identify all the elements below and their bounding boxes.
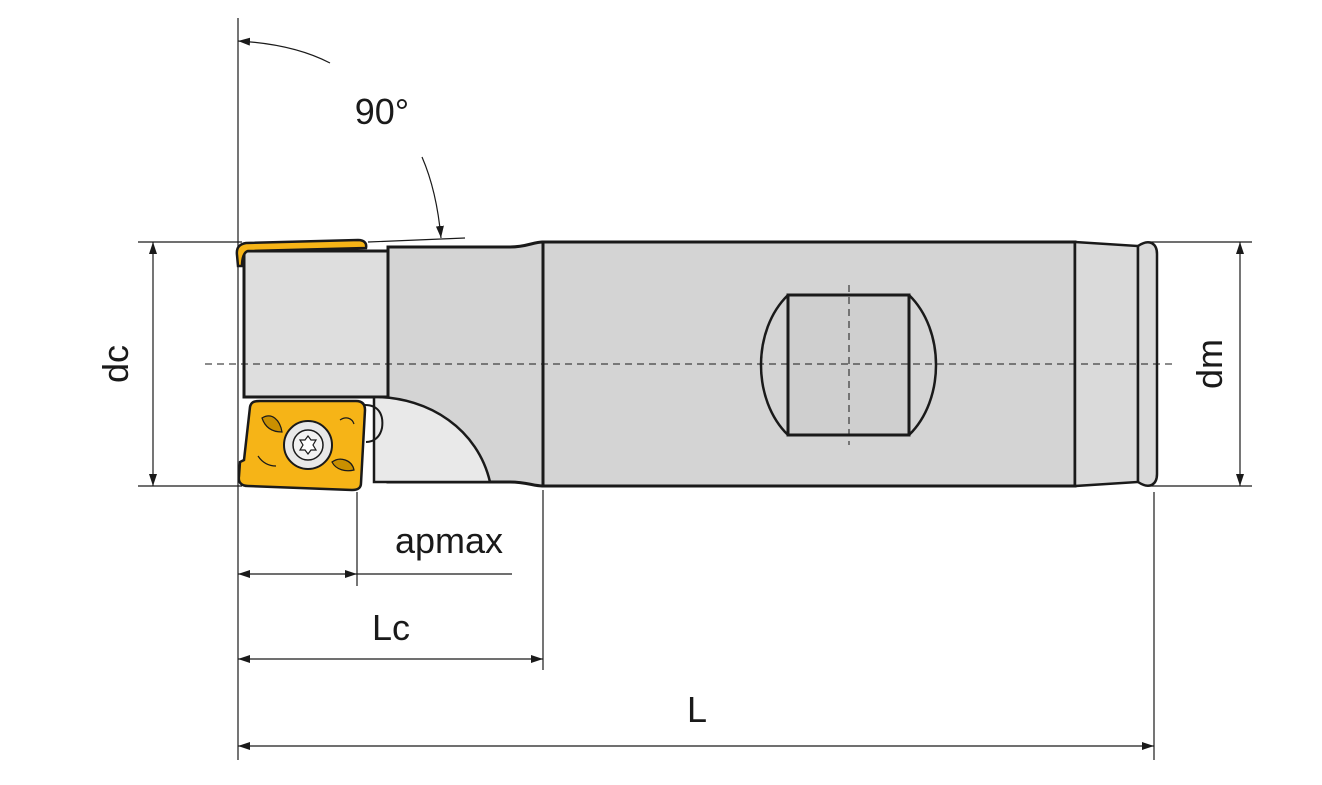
dimension-lines [149, 37, 1244, 750]
l-label: L [687, 689, 707, 730]
top-insert [235, 238, 368, 268]
angle-reference-line [367, 237, 466, 243]
labels: 90° dc dm apmax Lc L [95, 91, 1230, 730]
insert-chip-groove [331, 458, 355, 472]
dm-label: dm [1189, 339, 1230, 389]
chip-pocket [372, 395, 492, 484]
insert-chip-groove [261, 415, 283, 433]
angle-arc-lower [421, 156, 444, 239]
lc-label: Lc [372, 607, 410, 648]
insert-chip-groove [339, 417, 355, 425]
torx-socket [298, 435, 318, 455]
bottom-insert [237, 399, 384, 492]
apmax-label: apmax [395, 520, 503, 561]
dc-label: dc [95, 345, 136, 383]
angle-label: 90° [355, 91, 409, 132]
insert-chip-groove [257, 455, 277, 467]
weldon-flat [759, 285, 938, 445]
cutting-head [242, 249, 390, 399]
angle-arc-upper [237, 37, 331, 64]
